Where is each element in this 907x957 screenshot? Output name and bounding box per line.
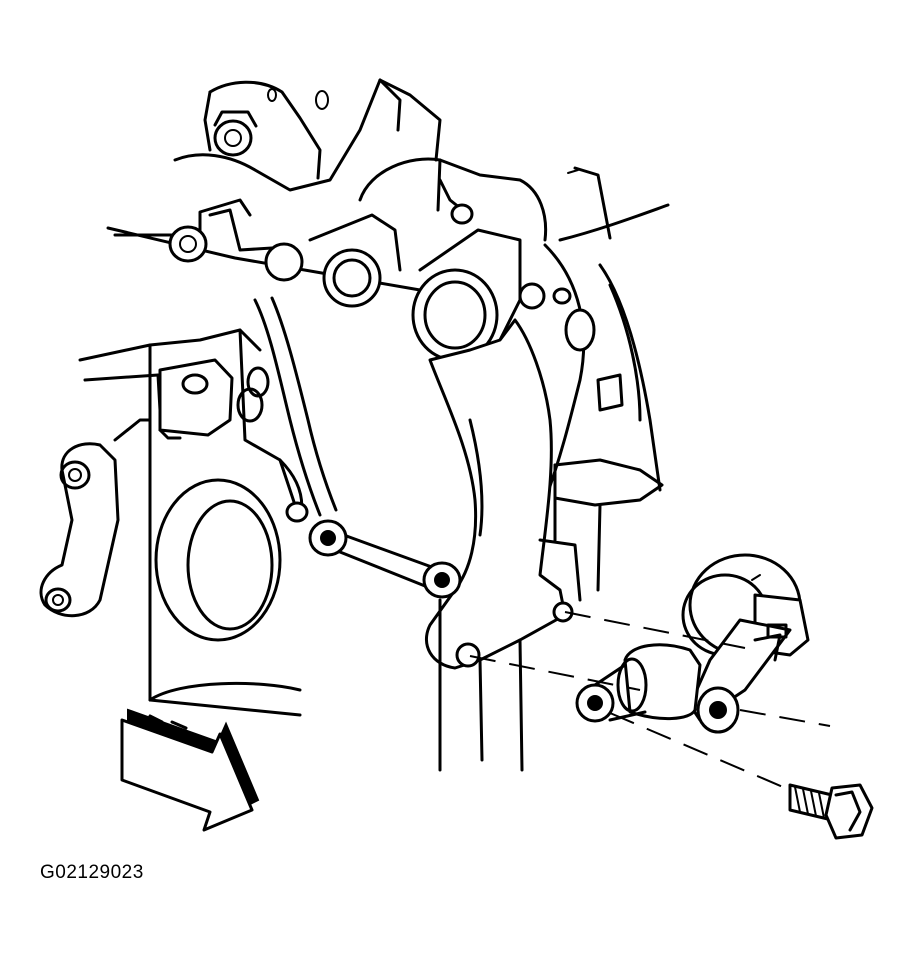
belt-tensioner bbox=[575, 553, 810, 734]
bolt-icon bbox=[788, 783, 874, 840]
assembly-guide-lines bbox=[469, 611, 831, 791]
front-of-vehicle-arrow-icon bbox=[120, 708, 260, 832]
accessory-bracket bbox=[424, 318, 582, 772]
figure-code-label: G02129023 bbox=[40, 862, 144, 883]
timing-cover-right bbox=[518, 166, 670, 592]
water-pump-housing bbox=[168, 157, 548, 362]
front-cover-left bbox=[39, 328, 304, 717]
cover-gasket bbox=[253, 296, 462, 599]
